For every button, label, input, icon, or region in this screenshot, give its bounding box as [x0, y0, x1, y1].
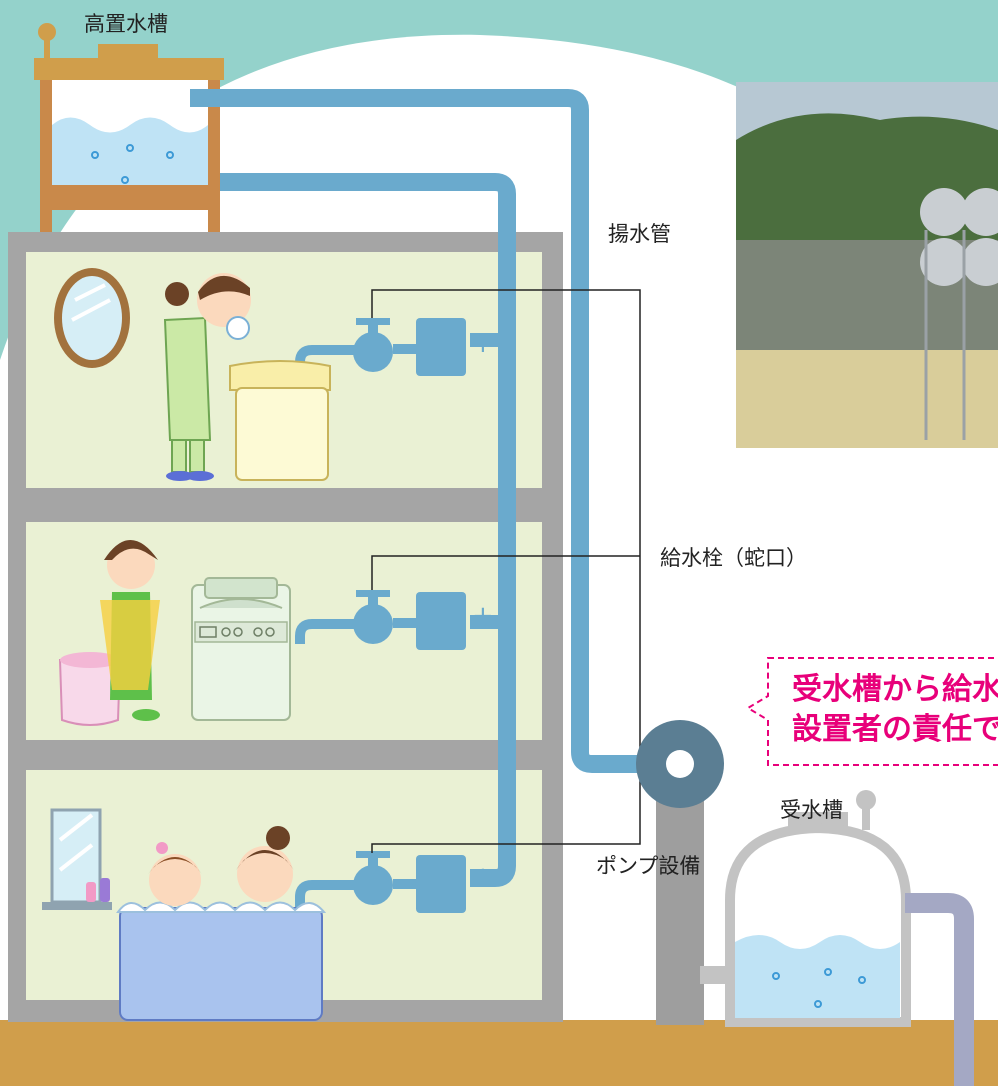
pump	[636, 720, 724, 1025]
child-in-bath	[148, 842, 202, 906]
callout-text: 受水槽から給水 設置者の責任で	[792, 670, 998, 750]
pump-label: ポンプ設備	[596, 854, 701, 878]
receiving-tank-label: 受水槽	[780, 798, 843, 822]
callout-box	[746, 657, 998, 766]
mother-in-bath	[236, 826, 294, 902]
bath-mirror	[42, 808, 112, 910]
callout-line-2: 設置者の責任で	[792, 712, 998, 747]
lift-pipe-label: 揚水管	[608, 222, 671, 246]
faucet-floor-2: +	[295, 590, 494, 650]
girl-washing-face	[163, 273, 251, 481]
faucet-floor-1: +	[295, 851, 494, 913]
leader-lines	[371, 289, 641, 853]
inlet-pipe	[905, 893, 974, 1086]
faucet-label: 給水栓（蛇口）	[660, 546, 807, 570]
washing-machine	[191, 577, 291, 721]
svg-text:+: +	[472, 601, 494, 631]
lift-pipe	[190, 89, 650, 773]
supply-pipe	[220, 173, 516, 887]
ground	[0, 1020, 998, 1086]
elevated-tank	[34, 23, 224, 232]
mirror	[54, 268, 130, 368]
bathtub	[116, 901, 327, 1021]
elevated-tank-label: 高置水槽	[84, 12, 168, 36]
sink	[229, 360, 331, 481]
laundry-basket	[58, 652, 122, 726]
svg-text:+: +	[472, 862, 494, 892]
svg-text:+: +	[472, 329, 494, 359]
receiving-tank	[725, 790, 911, 1027]
photo-water-tower	[736, 82, 998, 448]
woman-doing-laundry	[100, 540, 160, 721]
callout-line-1: 受水槽から給水	[792, 672, 998, 707]
